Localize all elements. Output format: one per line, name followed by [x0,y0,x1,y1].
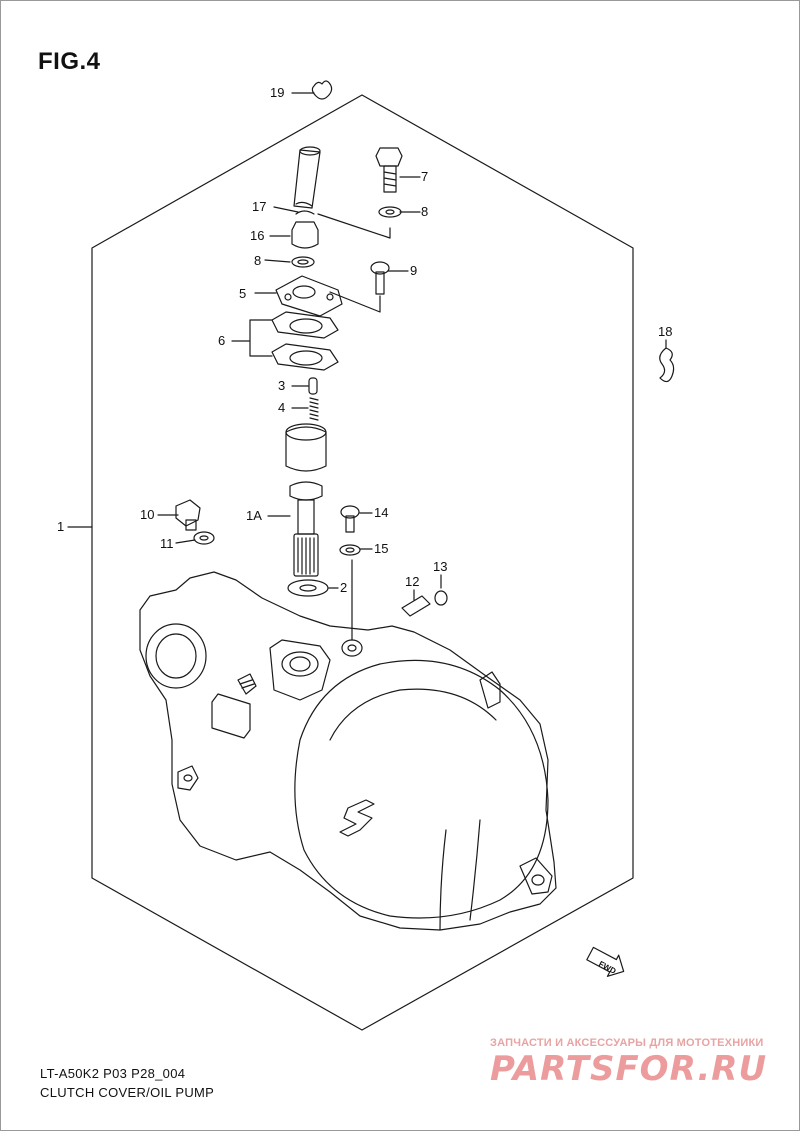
figure-title: FIG.4 [38,48,101,75]
callout-2: 2 [340,580,348,595]
callout-9: 9 [410,263,418,278]
callout-3: 3 [278,378,286,393]
callout-1a: 1A [246,508,262,523]
part-3-pin [308,377,318,395]
part-4-spring [309,397,319,421]
part-8-washer-b [378,206,402,218]
part-13-oring [434,590,448,606]
part-16-cap [291,221,319,249]
callout-19: 19 [270,85,285,100]
watermark-tagline: ЗАПЧАСТИ И АКСЕССУАРЫ ДЛЯ МОТОТЕХНИКИ [490,1037,764,1049]
figure-caption: CLUTCH COVER/OIL PUMP [40,1085,215,1100]
guide-9-5 [329,291,381,313]
callout-17: 17 [252,199,267,214]
leader-17 [273,206,299,213]
callout-13: 13 [433,559,448,574]
part-2-washer [287,579,329,597]
part-5-pump-cover [275,275,343,317]
callout-8-left: 8 [254,253,262,268]
callout-1: 1 [57,519,65,534]
assembly-frame [91,94,634,1031]
part-11-washer [193,531,215,545]
part-1a-shaft [289,481,323,501]
model-code: LT-A50K2 P03 P28_004 [40,1066,186,1081]
fwd-arrow [586,946,625,977]
part-14-screw [340,505,360,519]
callout-18: 18 [658,324,673,339]
part-7-bolt [375,147,403,167]
part-6-gasket-a [271,311,339,339]
part-15-washer [339,544,361,556]
part-pump-rotor [285,426,327,472]
callout-7: 7 [421,169,429,184]
callout-6: 6 [218,333,226,348]
guide-17-7 [317,213,391,239]
callout-16: 16 [250,228,265,243]
callout-11: 11 [160,536,174,551]
leader-8a [264,259,291,263]
callout-4: 4 [278,400,286,415]
part-19-clip [311,80,333,100]
part-18-clip [659,347,675,383]
callout-10: 10 [140,507,155,522]
part-9-screw [370,261,390,275]
part-12-dowel [401,595,431,617]
part-10-plug [175,499,201,527]
callout-15: 15 [374,541,389,556]
leader-11 [175,539,196,544]
part-8-washer-a [291,256,315,268]
part-1-clutch-cover [139,571,557,931]
callout-14: 14 [374,505,389,520]
callout-5: 5 [239,286,247,301]
part-6-gasket-b [271,343,339,371]
watermark-brand: PARTSFOR.RU [490,1049,768,1089]
callout-8-right: 8 [421,204,429,219]
callout-12: 12 [405,574,420,589]
leader-6 [231,319,273,357]
part-17-hose [293,149,321,209]
